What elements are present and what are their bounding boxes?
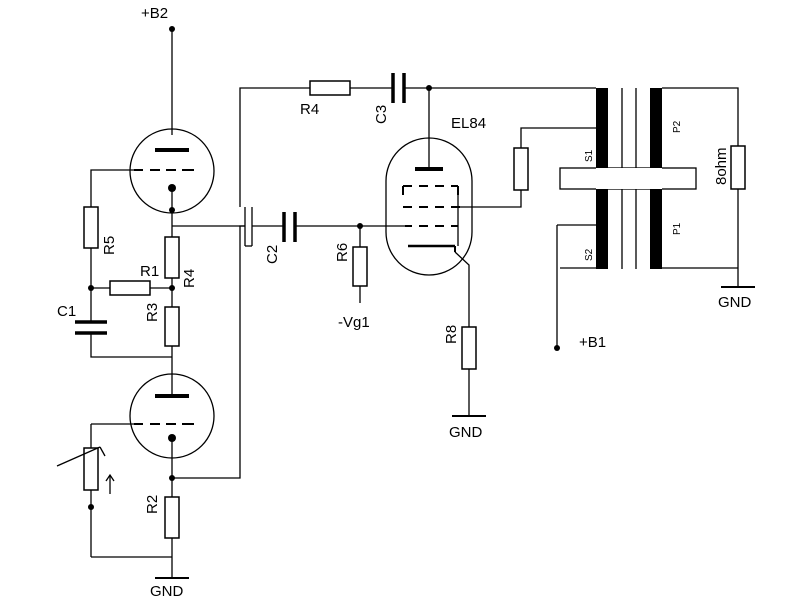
label-s1: S1	[584, 149, 595, 162]
label-s2: S2	[584, 248, 595, 261]
label-gnd-r8: GND	[449, 424, 483, 441]
label-r2: R2	[144, 495, 161, 514]
resistor-r8	[461, 326, 477, 370]
junction-dots	[88, 26, 560, 510]
upper-triode	[129, 128, 215, 214]
resistor-r5	[83, 206, 99, 249]
el84-pentode	[385, 137, 473, 276]
resistor-screen	[513, 147, 529, 191]
label-b1: +B1	[579, 334, 606, 351]
label-tube: EL84	[451, 115, 486, 132]
label-r1: R1	[140, 263, 159, 280]
ground-symbols	[155, 286, 755, 579]
lower-triode	[129, 373, 215, 459]
label-r4-feedback: R4	[300, 101, 319, 118]
label-gnd-bottom: GND	[150, 583, 184, 600]
label-vg1: -Vg1	[338, 314, 370, 331]
label-c3: C3	[373, 105, 390, 124]
label-r8: R8	[443, 325, 460, 344]
resistor-r2	[164, 496, 180, 539]
label-r3: R3	[144, 303, 161, 322]
label-b2: +B2	[141, 5, 168, 22]
label-p2: P2	[672, 120, 683, 133]
label-p1: P1	[672, 222, 683, 235]
resistor-r1	[109, 280, 151, 296]
output-transformer	[559, 88, 697, 269]
label-load: 8ohm	[713, 147, 730, 185]
resistor-r4-feedback	[309, 80, 351, 96]
resistor-load	[730, 145, 746, 190]
resistor-r4-vertical	[164, 236, 180, 279]
resistor-r6	[352, 246, 368, 287]
label-c1: C1	[57, 303, 76, 320]
label-c2: C2	[264, 245, 281, 264]
resistors	[83, 80, 746, 539]
label-r4-vertical: R4	[181, 269, 198, 288]
label-gnd-load: GND	[718, 294, 752, 311]
resistor-r3	[164, 306, 180, 347]
capacitors	[75, 73, 406, 335]
label-r6: R6	[334, 243, 351, 262]
label-r5: R5	[101, 236, 118, 255]
labels: +B2 +B1 GND GND GND -Vg1 EL84 8ohm R1 R4…	[57, 5, 752, 600]
potentiometer	[56, 446, 115, 494]
wires	[90, 29, 739, 578]
